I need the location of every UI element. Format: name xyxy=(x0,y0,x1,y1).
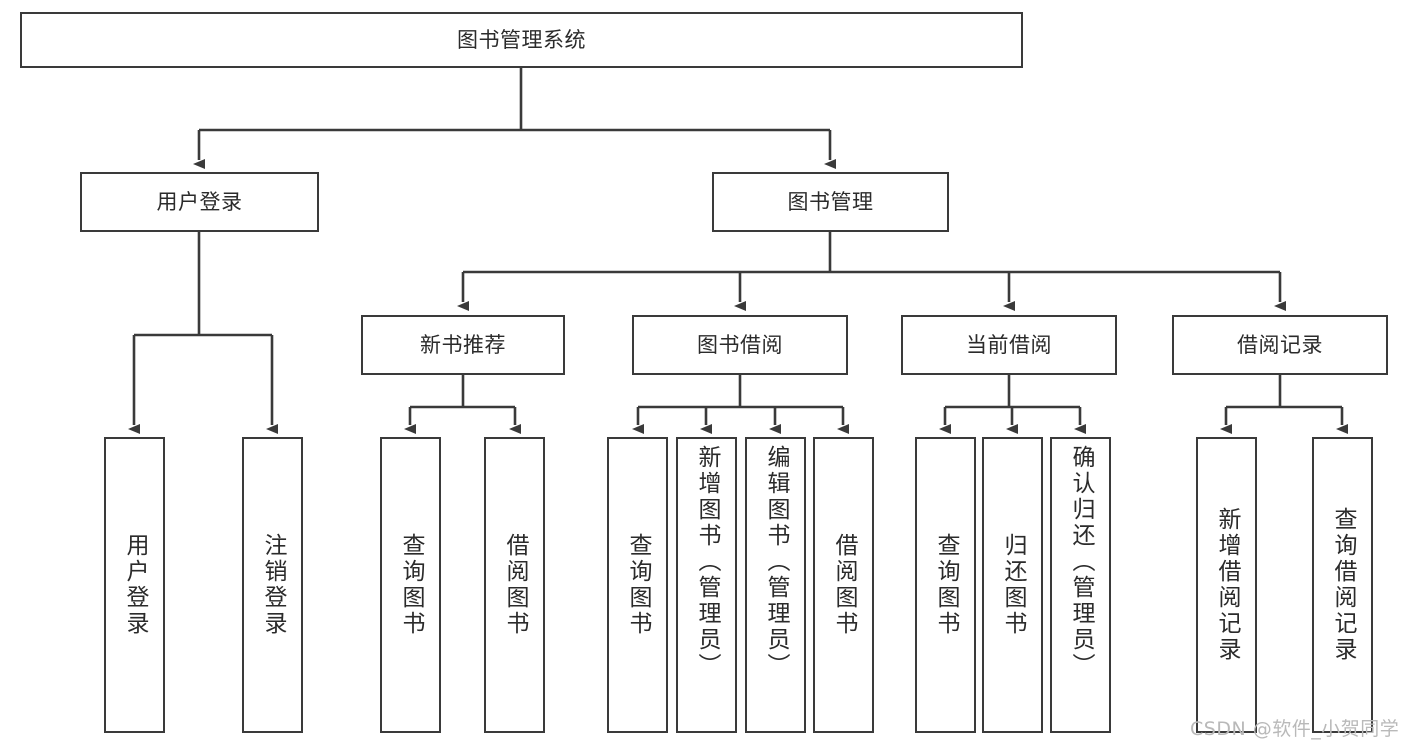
node-book-management[interactable]: 图书管理 xyxy=(712,172,949,232)
node-label: 归还图书 xyxy=(1000,533,1026,637)
node-label: 新增借阅记录 xyxy=(1214,507,1240,663)
node-label: 查询图书 xyxy=(933,533,959,637)
csdn-watermark: CSDN @软件_小贺同学 xyxy=(1190,718,1400,740)
node-book-borrow[interactable]: 图书借阅 xyxy=(632,315,848,375)
leaf-book-borrow-add-book-admin[interactable]: 新增图书（管理员） xyxy=(676,437,737,733)
node-label: 图书管理 xyxy=(787,189,874,214)
node-label: 注销登录 xyxy=(260,533,286,637)
leaf-current-borrow-return-book[interactable]: 归还图书 xyxy=(982,437,1043,733)
leaf-current-borrow-confirm-return-admin[interactable]: 确认归还（管理员） xyxy=(1050,437,1111,733)
leaf-book-borrow-edit-book-admin[interactable]: 编辑图书（管理员） xyxy=(745,437,806,733)
node-label: 查询图书 xyxy=(625,533,651,637)
node-label: 借阅图书 xyxy=(502,533,528,637)
node-label: 确认归还（管理员） xyxy=(1068,445,1094,679)
leaf-user-login-login[interactable]: 用户登录 xyxy=(104,437,165,733)
node-label: 借阅图书 xyxy=(831,533,857,637)
node-new-book-recommend[interactable]: 新书推荐 xyxy=(361,315,565,375)
leaf-borrow-record-add-record[interactable]: 新增借阅记录 xyxy=(1196,437,1257,733)
node-user-login[interactable]: 用户登录 xyxy=(80,172,319,232)
leaf-book-borrow-borrow-book[interactable]: 借阅图书 xyxy=(813,437,874,733)
leaf-user-login-logout[interactable]: 注销登录 xyxy=(242,437,303,733)
leaf-book-borrow-query-book[interactable]: 查询图书 xyxy=(607,437,668,733)
node-current-borrow[interactable]: 当前借阅 xyxy=(901,315,1117,375)
node-label: 用户登录 xyxy=(156,189,243,214)
node-label: 当前借阅 xyxy=(966,332,1052,357)
node-label: 图书管理系统 xyxy=(457,27,586,52)
node-label: 借阅记录 xyxy=(1237,332,1323,357)
node-label: 用户登录 xyxy=(122,533,148,637)
leaf-current-borrow-query-book[interactable]: 查询图书 xyxy=(915,437,976,733)
node-label: 编辑图书（管理员） xyxy=(763,445,789,679)
node-borrow-record[interactable]: 借阅记录 xyxy=(1172,315,1388,375)
leaf-new-book-borrow-book[interactable]: 借阅图书 xyxy=(484,437,545,733)
node-label: 图书借阅 xyxy=(697,332,783,357)
node-label: 新书推荐 xyxy=(420,332,506,357)
node-root-book-management-system[interactable]: 图书管理系统 xyxy=(20,12,1023,68)
node-label: 查询借阅记录 xyxy=(1330,507,1356,663)
leaf-new-book-query-book[interactable]: 查询图书 xyxy=(380,437,441,733)
leaf-borrow-record-query-record[interactable]: 查询借阅记录 xyxy=(1312,437,1373,733)
node-label: 查询图书 xyxy=(398,533,424,637)
node-label: 新增图书（管理员） xyxy=(694,445,720,679)
